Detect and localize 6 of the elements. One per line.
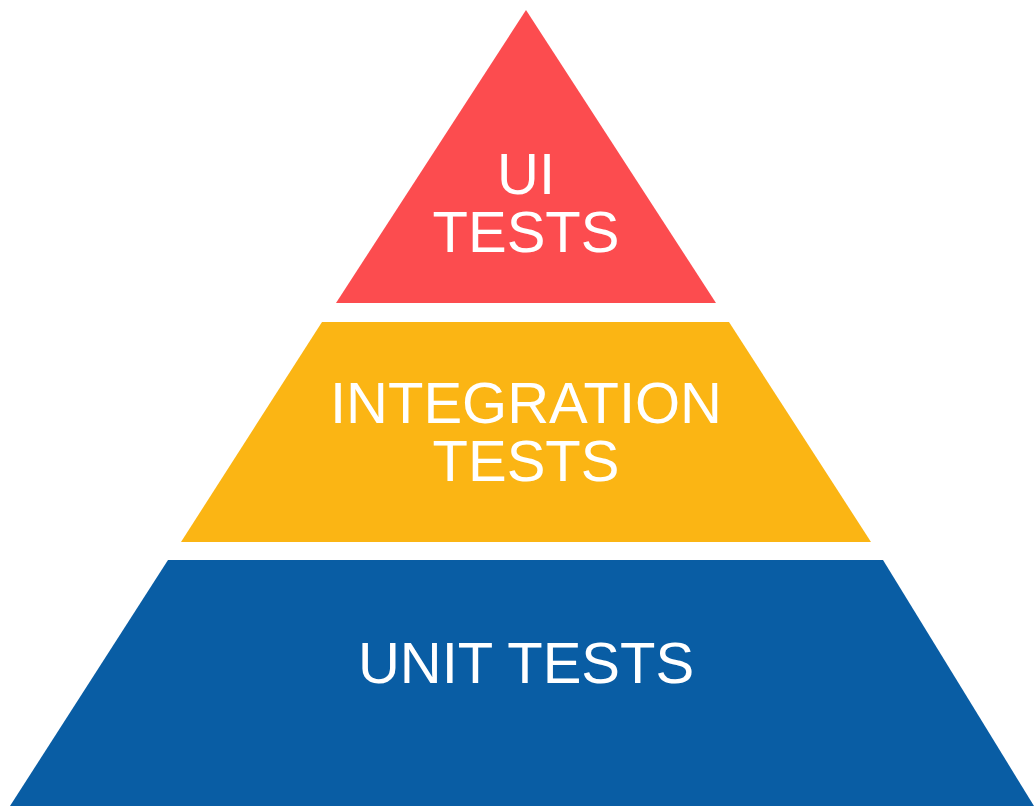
tier-label: INTEGRATION TESTS	[328, 374, 723, 490]
tier-label: UI TESTS	[431, 145, 621, 261]
pyramid-tier	[336, 10, 716, 303]
pyramid-tier	[10, 560, 1034, 806]
pyramid-tier	[181, 322, 871, 542]
tier-label: UNIT TESTS	[356, 634, 696, 692]
